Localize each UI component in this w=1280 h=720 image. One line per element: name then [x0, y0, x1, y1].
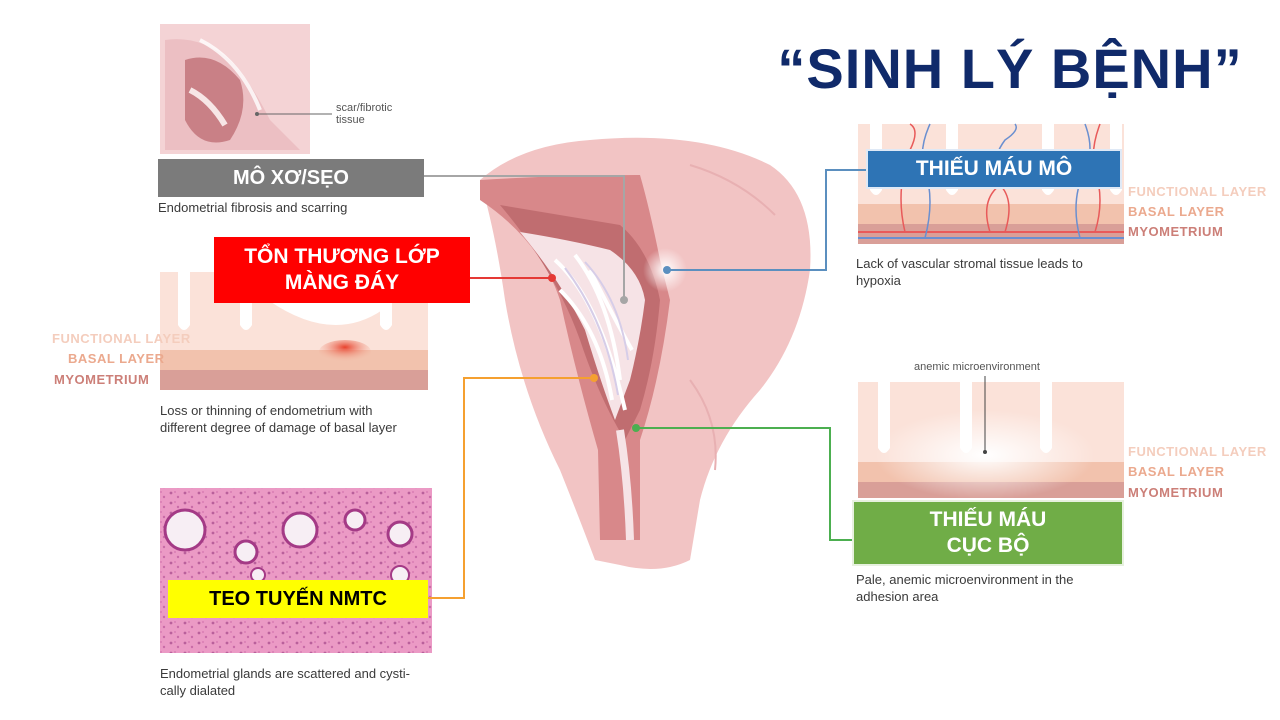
basal-caption-line2: different degree of damage of basal laye…	[160, 419, 397, 435]
basal-damage-tag-line2: MÀNG ĐÁY	[284, 271, 400, 294]
anemic-illustration	[858, 376, 1124, 500]
basal-layer-label-right-top: BASAL LAYER	[1128, 204, 1225, 219]
glands-caption-line1: Endometrial glands are scattered and cys…	[160, 666, 411, 681]
uterus-illustration	[480, 137, 811, 569]
anemic-caption: Pale, anemic microenvironment in the adh…	[856, 572, 1074, 606]
hypoxia-caption-line2: hypoxia	[856, 272, 901, 288]
leader-lines	[424, 169, 866, 599]
local-ischemia-tag-line1: THIẾU MÁU	[929, 507, 1047, 531]
myometrium-label-right-bottom: MYOMETRIUM	[1128, 485, 1224, 500]
basal-damage-tag: TỔN THƯƠNG LỚP MÀNG ĐÁY	[214, 237, 470, 303]
glands-tag: TEO TUYẾN NMTC	[168, 580, 428, 618]
histology-image	[160, 488, 432, 653]
scar-annotation: scar/fibrotic tissue	[336, 102, 392, 126]
basal-caption: Loss or thinning of endometrium with dif…	[160, 403, 397, 437]
tissue-ischemia-tag: THIẾU MÁU MÔ	[866, 149, 1122, 189]
page-title: “SINH LÝ BỆNH”	[777, 37, 1243, 100]
basal-caption-line1: Loss or thinning of endometrium with	[160, 403, 373, 418]
fibrosis-caption: Endometrial fibrosis and scarring	[158, 200, 348, 215]
basal-layer-label-left: BASAL LAYER	[68, 351, 165, 366]
local-ischemia-tag-line2: CỤC BỘ	[946, 534, 1030, 557]
fibrosis-tag: MÔ XƠ/SẸO	[158, 159, 424, 197]
local-ischemia-tag: THIẾU MÁU CỤC BỘ	[852, 500, 1124, 566]
functional-layer-label-right-bottom: FUNCTIONAL LAYER	[1128, 444, 1267, 459]
scar-annotation-line2: tissue	[336, 114, 365, 127]
anemic-micro-annotation: anemic microenvironment	[914, 361, 1040, 373]
hypoxia-caption: Lack of vascular stromal tissue leads to…	[856, 256, 1083, 290]
anemic-caption-line1: Pale, anemic microenvironment in the	[856, 572, 1074, 587]
anemic-caption-line2: adhesion area	[856, 588, 939, 604]
glands-caption: Endometrial glands are scattered and cys…	[160, 666, 410, 700]
scar-illustration	[160, 24, 332, 154]
scar-annotation-line1: scar/fibrotic	[336, 102, 393, 114]
glands-caption-line2: cally dialated	[160, 682, 236, 698]
functional-layer-label-right-top: FUNCTIONAL LAYER	[1128, 184, 1267, 199]
basal-damage-tag-line1: TỔN THƯƠNG LỚP	[244, 244, 440, 268]
myometrium-label-right-top: MYOMETRIUM	[1128, 224, 1224, 239]
functional-layer-label-left: FUNCTIONAL LAYER	[52, 331, 191, 346]
basal-layer-label-right-bottom: BASAL LAYER	[1128, 464, 1225, 479]
myometrium-label-left: MYOMETRIUM	[54, 372, 150, 387]
hypoxia-caption-line1: Lack of vascular stromal tissue leads to	[856, 256, 1083, 271]
